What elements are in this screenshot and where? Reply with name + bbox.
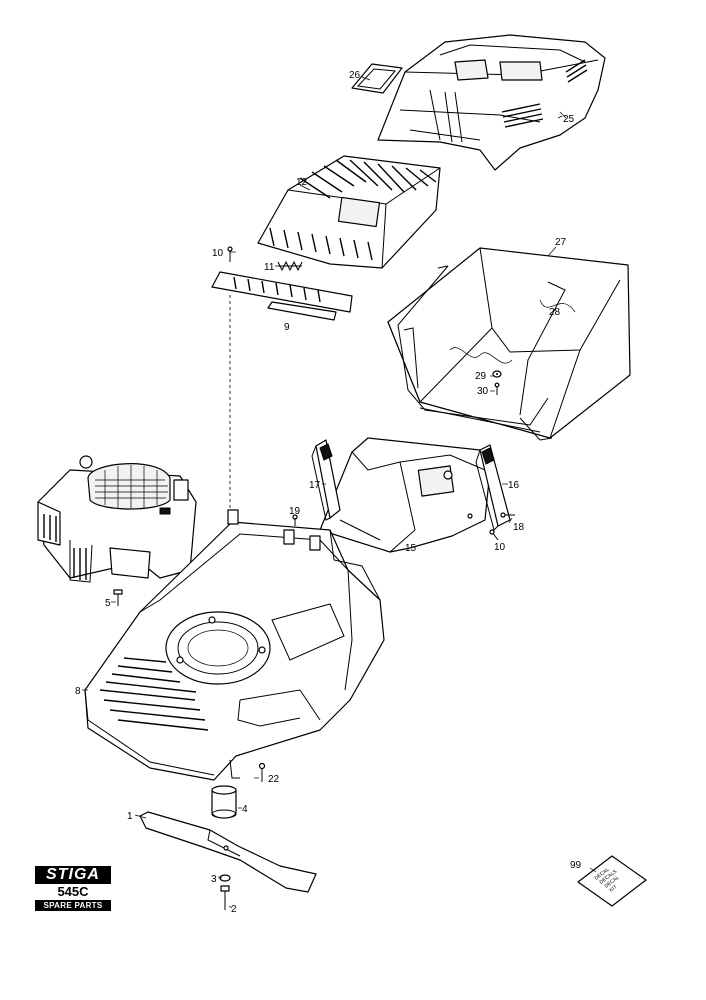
callout-16: 16 bbox=[508, 480, 520, 491]
callout-25: 25 bbox=[563, 114, 575, 125]
callout-30: 30 bbox=[477, 386, 489, 397]
callout-15: 15 bbox=[405, 543, 417, 554]
leader-lines bbox=[82, 76, 597, 909]
bolt-part-5 bbox=[113, 589, 123, 606]
callout-4: 4 bbox=[242, 804, 248, 815]
logo-subtitle: SPARE PARTS bbox=[35, 900, 111, 911]
rear-chute-part-15 bbox=[319, 437, 491, 553]
screw-part-22 bbox=[258, 762, 266, 782]
washer-part-3 bbox=[219, 874, 231, 882]
callout-8: 8 bbox=[75, 686, 81, 697]
bag-frame-part-28 bbox=[397, 265, 566, 441]
left-hinge-part-17 bbox=[311, 439, 341, 521]
hinge-bracket-part-9 bbox=[211, 271, 353, 321]
washer-part-29 bbox=[492, 370, 502, 378]
logo-brand: STIGA bbox=[35, 866, 111, 884]
decal-kit-line-4: KIT bbox=[609, 884, 619, 893]
spring-part-11 bbox=[277, 260, 303, 272]
blade-adapter-part-4 bbox=[211, 785, 237, 819]
callout-19: 19 bbox=[289, 506, 301, 517]
right-hinge-part-16 bbox=[475, 444, 511, 531]
grille-cover-part-12 bbox=[257, 155, 441, 269]
decal-kit-part-99: DECAL DECALS DECAL KIT bbox=[577, 855, 647, 907]
callout-2: 2 bbox=[231, 904, 237, 915]
engine-cover-part-25 bbox=[377, 34, 606, 171]
screw-part-10-upper bbox=[227, 246, 233, 262]
stiga-logo: STIGA 545C SPARE PARTS bbox=[35, 866, 111, 912]
callout-5: 5 bbox=[105, 598, 111, 609]
callout-9: 9 bbox=[284, 322, 290, 333]
callout-17: 17 bbox=[309, 480, 321, 491]
callout-22: 22 bbox=[268, 774, 280, 785]
screw-part-18 bbox=[500, 512, 515, 518]
engine bbox=[37, 455, 197, 583]
gasket-part-26 bbox=[351, 63, 403, 94]
blade-part-1 bbox=[139, 811, 317, 893]
callout-26: 26 bbox=[349, 70, 361, 81]
callout-10-lower: 10 bbox=[494, 542, 506, 553]
bolt-part-2 bbox=[220, 885, 230, 910]
callout-3: 3 bbox=[211, 874, 217, 885]
callout-11: 11 bbox=[264, 262, 275, 273]
callout-29: 29 bbox=[475, 371, 487, 382]
callout-28: 28 bbox=[549, 307, 561, 318]
deck-part-8 bbox=[84, 509, 385, 781]
callout-1: 1 bbox=[127, 811, 133, 822]
callout-18: 18 bbox=[513, 522, 525, 533]
callout-10-upper: 10 bbox=[212, 248, 224, 259]
logo-model: 545C bbox=[57, 884, 89, 899]
screw-part-19 bbox=[292, 514, 298, 526]
callout-12: 12 bbox=[296, 177, 308, 188]
screw-part-10-lower bbox=[489, 529, 499, 541]
callout-99: 99 bbox=[570, 860, 582, 871]
screw-part-30 bbox=[494, 382, 500, 395]
callout-27: 27 bbox=[555, 237, 567, 248]
grass-bag-part-27 bbox=[387, 247, 631, 439]
